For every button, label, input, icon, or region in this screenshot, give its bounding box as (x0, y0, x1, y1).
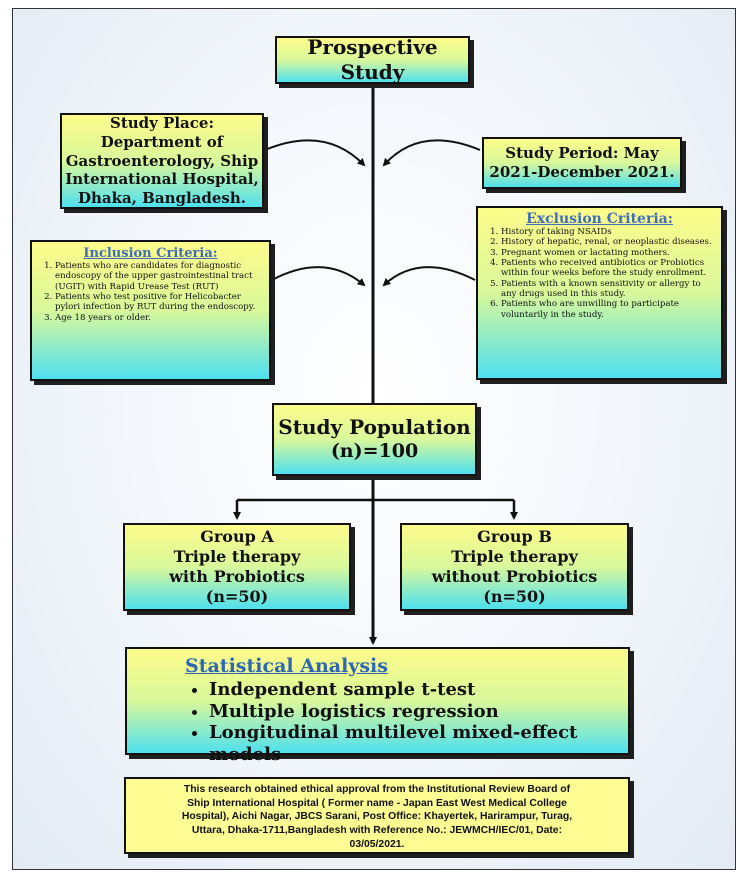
group-a-line: Triple therapy (173, 547, 301, 566)
ethics-line: Ship International Hospital ( Former nam… (187, 797, 567, 809)
ethics-approval-box: This research obtained ethical approval … (124, 777, 630, 854)
group-b-line: Triple therapy (451, 547, 578, 566)
group-a-line: with Probiotics (169, 567, 305, 586)
statistical-analysis-title: Statistical Analysis (185, 655, 388, 677)
ethics-line: Hospital), Aichi Nagar, JBCS Sarani, Pos… (181, 811, 573, 823)
ethics-line: 03/05/2021. (349, 838, 405, 850)
study-period-box: Study Period: May 2021-December 2021. (482, 137, 682, 189)
group-a-line: (n=50) (205, 587, 269, 606)
ethics-line: This research obtained ethical approval … (183, 784, 571, 795)
study-place-line: Department of (100, 132, 224, 151)
statistical-analysis-box: Statistical Analysis Independent sample … (125, 647, 630, 765)
exclusion-criteria-list: History of taking NSAIDs History of hepa… (483, 227, 716, 320)
arrow-inclusion (271, 266, 366, 287)
exclusion-criteria-box: Exclusion Criteria: History of taking NS… (476, 206, 723, 380)
study-place-line: Gastroenterology, Ship (65, 151, 259, 170)
statistical-analysis-list: Independent sample t-test Multiple logis… (185, 679, 618, 765)
study-population-count: (n)=100 (330, 440, 419, 463)
study-period-line: Study Period: May (505, 144, 659, 163)
arrow-study-period (382, 139, 481, 167)
list-item: Patients who test positive for Helicobac… (55, 292, 264, 313)
study-place-box: Study Place: Department of Gastroenterol… (60, 113, 264, 209)
list-item: Patients with a known sensitivity or all… (501, 279, 716, 300)
list-item: Patients who are candidates for diagnost… (55, 261, 264, 292)
study-period-line: 2021-December 2021. (489, 163, 675, 181)
study-place-line: Dhaka, Bangladesh. (77, 189, 246, 208)
arrow-exclusion (382, 266, 476, 287)
list-item: History of hepatic, renal, or neoplastic… (501, 237, 716, 247)
group-b-line: without Probiotics (431, 567, 598, 586)
study-population-box: Study Population (n)=100 (272, 403, 477, 476)
study-population-title: Study Population (278, 415, 471, 440)
list-item: Pregnant women or lactating mothers. (501, 248, 716, 258)
list-item: Age 18 years or older. (55, 313, 264, 323)
inclusion-criteria-list: Patients who are candidates for diagnost… (37, 261, 264, 323)
ethics-line: Uttara, Dhaka-1711,Bangladesh with Refer… (191, 825, 563, 837)
list-item: Independent sample t-test (209, 679, 618, 701)
inclusion-criteria-box: Inclusion Criteria: Patients who are can… (30, 240, 271, 381)
prospective-study-box: Prospective Study (275, 35, 470, 84)
list-item: Patients who are unwilling to participat… (501, 299, 716, 320)
study-place-line: Study Place: (109, 114, 214, 133)
prospective-study-title: Prospective Study (307, 35, 438, 84)
list-item: Multiple logistics regression (209, 701, 618, 723)
arrow-study-place (264, 139, 366, 167)
list-item: History of taking NSAIDs (501, 227, 716, 237)
list-item: Patients who received antibiotics or Pro… (501, 258, 716, 279)
exclusion-criteria-title: Exclusion Criteria: (526, 211, 673, 227)
list-item: Longitudinal multilevel mixed-effect mod… (209, 722, 618, 765)
group-b-line: (n=50) (483, 587, 546, 606)
group-a-box: Group A Triple therapy with Probiotics (… (123, 523, 351, 611)
group-b-box: Group B Triple therapy without Probiotic… (400, 523, 629, 611)
inclusion-criteria-title: Inclusion Criteria: (83, 246, 218, 261)
study-place-line: International Hospital, (65, 170, 259, 189)
group-b-line: Group B (477, 527, 552, 546)
group-a-line: Group A (200, 527, 274, 546)
